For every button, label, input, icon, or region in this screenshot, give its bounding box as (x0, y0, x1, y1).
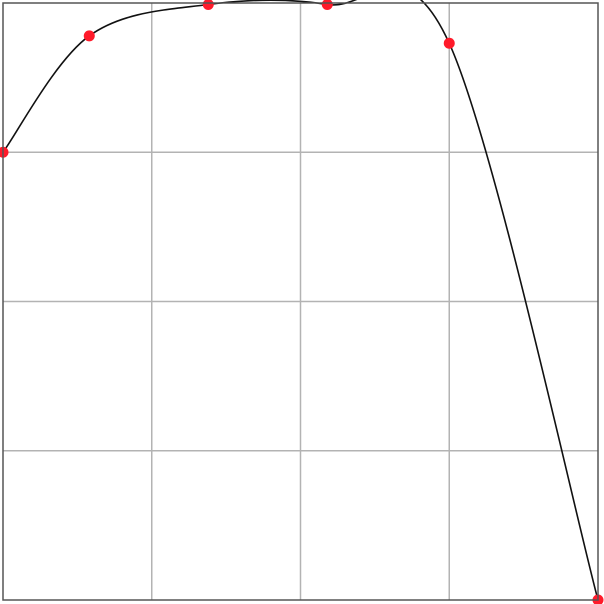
data-point (202, 0, 214, 10)
data-point (83, 30, 95, 42)
data-point (321, 0, 333, 10)
data-point (443, 37, 455, 49)
grid (3, 3, 598, 600)
data-point (0, 146, 9, 158)
